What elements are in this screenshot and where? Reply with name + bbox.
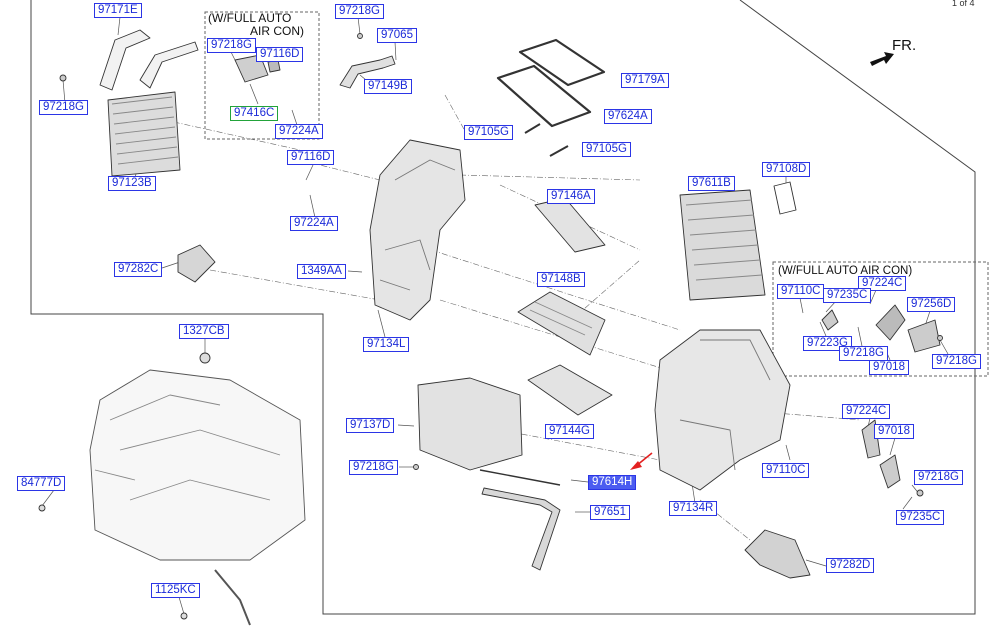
part-callout-1349AA[interactable]: 1349AA (297, 264, 346, 279)
part-callout-97149B[interactable]: 97149B (364, 79, 412, 94)
part-callout-97282C[interactable]: 97282C (114, 262, 163, 277)
part-callout-97110C[interactable]: 97110C (777, 284, 825, 299)
part-callout-97116D[interactable]: 97116D (287, 150, 335, 165)
part-callout-97611B[interactable]: 97611B (688, 176, 735, 191)
part-callout-97110C[interactable]: 97110C (762, 463, 810, 478)
part-callout-97218G[interactable]: 97218G (932, 354, 981, 369)
heater-case-right (654, 329, 791, 491)
part-callout-97134L[interactable]: 97134L (363, 337, 410, 352)
top-group-note-line2: AIR CON) (250, 24, 304, 38)
right-group-note: (W/FULL AUTO AIR CON) (778, 265, 913, 277)
part-callout-97416C[interactable]: 97416C (230, 106, 279, 121)
part-callout-97224A[interactable]: 97224A (290, 216, 338, 231)
part-callout-97116D[interactable]: 97116D (256, 47, 304, 62)
part-callout-97144G[interactable]: 97144G (545, 424, 594, 439)
door-97144G (527, 364, 613, 416)
part-callout-97218G[interactable]: 97218G (914, 470, 963, 485)
right-group-box (772, 261, 989, 377)
part-callout-97282D[interactable]: 97282D (826, 558, 875, 573)
part-callout-97218G[interactable]: 97218G (335, 4, 384, 19)
evaporator-core (679, 189, 766, 301)
top-group-note-line1: (W/FULL AUTO (208, 11, 292, 25)
part-callout-97018[interactable]: 97018 (869, 360, 909, 375)
selection-arrow-icon (630, 452, 653, 470)
part-callout-97224C[interactable]: 97224C (842, 404, 891, 419)
part-callout-97224A[interactable]: 97224A (275, 124, 323, 139)
part-callout-97171E[interactable]: 97171E (94, 3, 142, 18)
part-callout-84777D[interactable]: 84777D (17, 476, 66, 491)
part-callout-97218G[interactable]: 97218G (207, 38, 256, 53)
duct-97282D (744, 529, 811, 579)
part-callout-97218G[interactable]: 97218G (39, 100, 88, 115)
clip-97108D (773, 181, 797, 215)
sensor-wire (479, 469, 561, 486)
hvac-assembly-overview (89, 369, 306, 561)
frame-outline (30, 0, 976, 615)
drain-hose (481, 487, 561, 571)
top-group-box (204, 11, 320, 140)
filter-seal (496, 64, 592, 128)
aspirator-hose (339, 55, 396, 89)
part-callout-97256D[interactable]: 97256D (907, 297, 956, 312)
front-direction-label: FR. (892, 37, 917, 54)
door-97148B (517, 291, 606, 356)
part-callout-97105G[interactable]: 97105G (582, 142, 631, 157)
part-callout-97651[interactable]: 97651 (590, 505, 630, 520)
heater-core (107, 91, 181, 177)
part-callout-97137D[interactable]: 97137D (346, 418, 395, 433)
evaporator-case (417, 377, 523, 471)
part-callout-97179A[interactable]: 97179A (621, 73, 669, 88)
heater-pipe (99, 29, 151, 91)
front-arrow-icon (870, 52, 894, 66)
air-filter-frame (518, 38, 606, 87)
door-97146A (534, 197, 606, 253)
part-callout-97624A[interactable]: 97624A (604, 109, 652, 124)
part-callout-97105G[interactable]: 97105G (464, 125, 513, 140)
part-callout-97123B[interactable]: 97123B (108, 176, 156, 191)
part-callout-97018[interactable]: 97018 (874, 424, 914, 439)
part-callout-1125KC[interactable]: 1125KC (151, 583, 200, 598)
part-callout-97065[interactable]: 97065 (377, 28, 417, 43)
part-callout-97148B[interactable]: 97148B (537, 272, 585, 287)
part-callout-97614H[interactable]: 97614H (588, 475, 637, 490)
heater-case-left (369, 139, 466, 321)
actuator-97282C (177, 244, 216, 283)
part-callout-97224C[interactable]: 97224C (858, 276, 907, 291)
part-callout-97108D[interactable]: 97108D (762, 162, 811, 177)
part-callout-97218G[interactable]: 97218G (839, 346, 888, 361)
part-callout-97134R[interactable]: 97134R (669, 501, 718, 516)
page-indicator: 1 of 4 (952, 0, 975, 8)
part-callout-97235C[interactable]: 97235C (896, 510, 945, 525)
part-callout-97146A[interactable]: 97146A (547, 189, 595, 204)
part-callout-1327CB[interactable]: 1327CB (179, 324, 229, 339)
part-callout-97235C[interactable]: 97235C (823, 288, 872, 303)
heater-pipe-2 (139, 41, 199, 89)
part-callout-97218G[interactable]: 97218G (349, 460, 398, 475)
